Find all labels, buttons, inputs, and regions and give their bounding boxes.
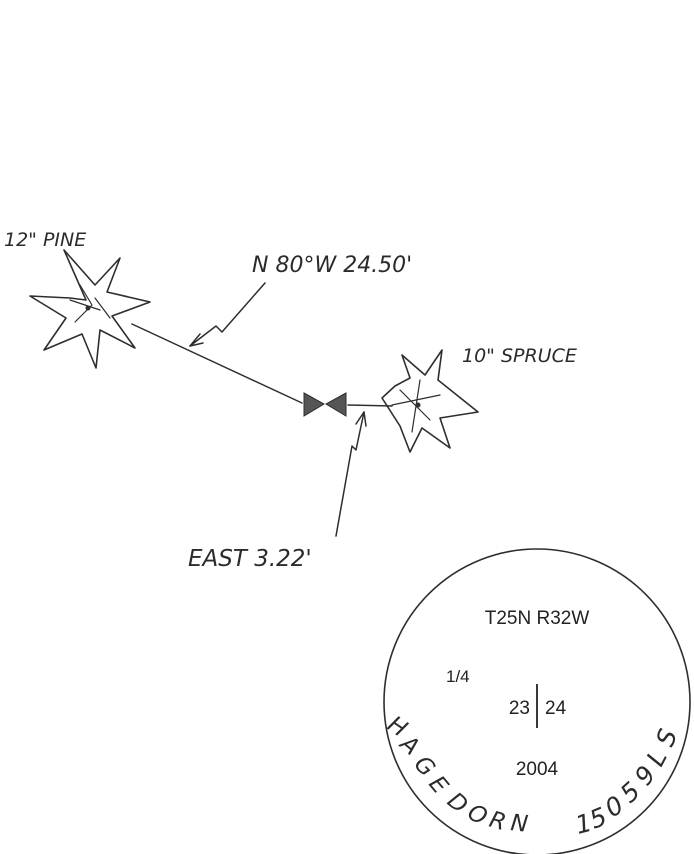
pine-tree-symbol xyxy=(29,249,151,369)
stamp-section-left: 23 xyxy=(509,698,530,719)
svg-text:1: 1 xyxy=(572,808,594,840)
section-corner-marker xyxy=(303,392,347,417)
spruce-label: 10" SPRUCE xyxy=(462,345,577,367)
svg-text:R: R xyxy=(486,807,509,836)
stamp-year: 2004 xyxy=(516,759,559,780)
spruce-to-corner-line xyxy=(347,404,393,407)
pine-to-corner-line xyxy=(131,323,303,404)
stamp-quarter: 1/4 xyxy=(446,667,470,686)
stamp-section-right: 24 xyxy=(545,698,567,719)
spruce-bearing-text: EAST 3.22' xyxy=(188,546,312,572)
svg-text:N: N xyxy=(509,810,529,838)
bearing-leader-arrow-upper xyxy=(189,282,266,347)
stamp-township-range: T25N R32W xyxy=(485,608,590,629)
pine-bearing-text: N 80°W 24.50' xyxy=(252,253,412,278)
surveyor-stamp: T25N R32W 1/4 23 24 2004 H A G E D O R N… xyxy=(383,548,691,854)
pine-label: 12" PINE xyxy=(4,229,86,251)
bearing-leader-arrow-lower xyxy=(335,411,367,537)
spruce-tree-symbol xyxy=(381,349,479,453)
svg-text:S: S xyxy=(650,725,683,750)
